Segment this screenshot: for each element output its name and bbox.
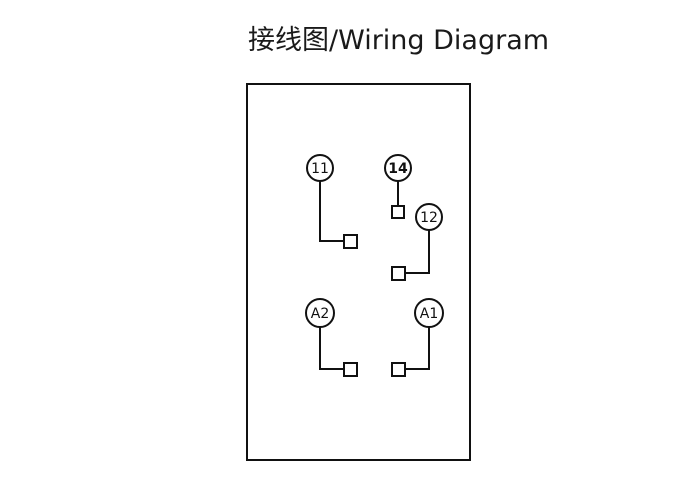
- terminal-12: 12: [391, 203, 443, 281]
- terminal-a1-label: A1: [420, 306, 438, 322]
- relay-housing: [246, 83, 471, 461]
- terminal-11-label: 11: [311, 161, 329, 177]
- terminal-a1-pad: [391, 362, 406, 377]
- terminal-12-pad: [391, 266, 406, 281]
- terminal-a1-wire: [405, 327, 430, 370]
- terminal-a1: A1: [391, 298, 444, 377]
- terminal-14-label: 14: [388, 161, 408, 177]
- terminal-11-wire: [319, 181, 344, 242]
- terminal-12-wire: [405, 230, 430, 274]
- terminal-14-pad: [391, 205, 405, 219]
- terminal-a2-label: A2: [311, 306, 329, 322]
- terminal-14: 14: [384, 154, 412, 219]
- terminal-12-label: 12: [420, 210, 438, 226]
- terminal-11: 11: [306, 154, 358, 249]
- terminal-a2: A2: [305, 298, 358, 377]
- terminal-a2-pad: [343, 362, 358, 377]
- terminal-a2-wire: [319, 327, 344, 370]
- diagram-title: 接线图/Wiring Diagram: [248, 25, 550, 56]
- terminal-11-pad: [343, 234, 358, 249]
